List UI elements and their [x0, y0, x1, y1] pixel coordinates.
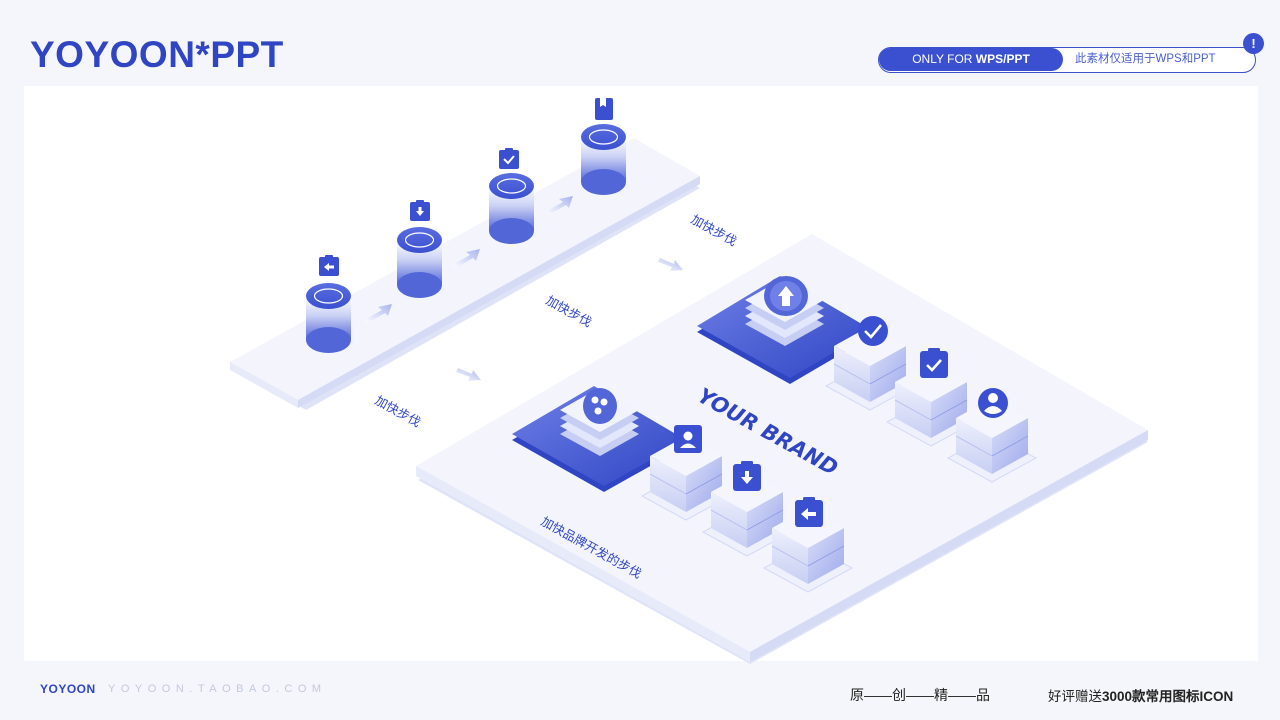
user-circle-icon: [978, 388, 1008, 418]
footer-brand: YOYOON: [40, 682, 96, 696]
check-clipboard-icon: [499, 148, 519, 169]
box-upper-3: [946, 398, 1038, 483]
arrow-down-right-b: [456, 368, 481, 381]
box-lower-3: [762, 508, 854, 593]
platform-notice-text: 此素材仅适用于WPS和PPT: [1075, 53, 1216, 65]
cylinder-step-4: [581, 124, 626, 195]
arrow-1: [364, 304, 392, 323]
book-icon: [595, 98, 613, 120]
box-lower-1: [640, 436, 732, 521]
cylinder-step-1: [306, 283, 351, 353]
cylinder-step-2: [397, 227, 442, 298]
box-upper-2: [885, 362, 977, 447]
arrow-3: [545, 196, 573, 215]
lower-blue-pad: [512, 386, 686, 492]
footer-url: YOYOON.TAOBAO.COM: [108, 683, 327, 695]
arrow-2: [452, 249, 480, 268]
footer-quality-text: 原——创——精——品: [850, 687, 990, 703]
platform-notice-pill: ONLY FOR WPS/PPT 此素材仅适用于WPS和PPT: [878, 47, 1256, 73]
download-clipboard-icon: [410, 200, 430, 221]
user-card-icon: [674, 425, 702, 453]
check-circle-icon: [858, 316, 888, 346]
platform-tag: ONLY FOR WPS/PPT: [879, 48, 1063, 71]
alert-icon: !: [1243, 33, 1264, 54]
cloud-upload-icon: [764, 276, 808, 316]
box-lower-2: [701, 472, 793, 557]
settings-circle-icon: [583, 388, 617, 424]
upper-blue-pad: [697, 276, 872, 384]
step-label-c: 加快步伐: [373, 393, 424, 430]
arrow-left-clipboard-icon: [319, 255, 339, 276]
page-title: YOYOON*PPT: [30, 34, 284, 75]
footer-gift-text: 好评赠送3000款常用图标ICON: [1048, 689, 1234, 704]
cylinder-step-3: [489, 173, 534, 244]
lower-platform: [416, 234, 1148, 664]
arrow-left-clipboard-icon: [795, 497, 823, 527]
download-clipboard-icon: [733, 461, 761, 491]
step-label-a: 加快步伐: [689, 212, 740, 249]
arrow-down-right-a: [658, 258, 683, 271]
step-label-b: 加快步伐: [544, 293, 595, 330]
check-clipboard-icon: [920, 348, 948, 378]
